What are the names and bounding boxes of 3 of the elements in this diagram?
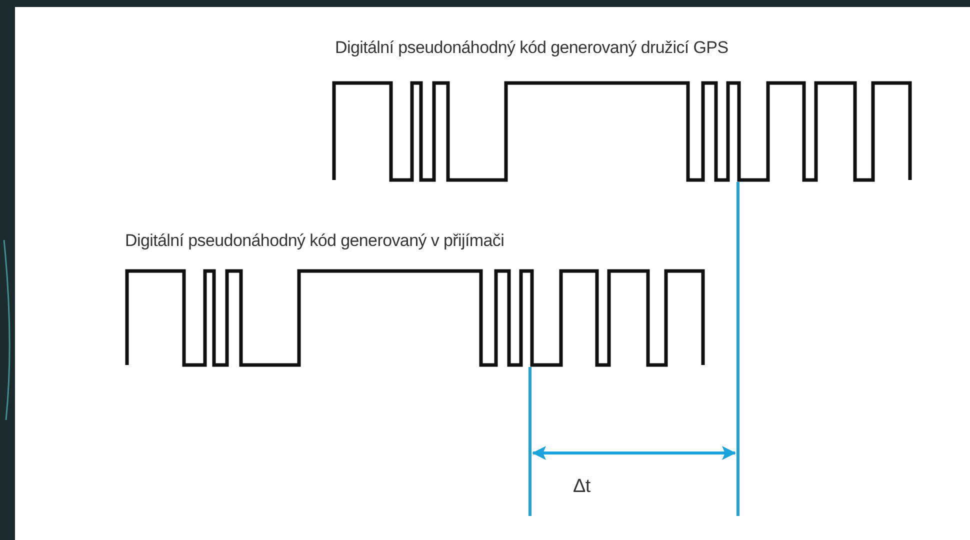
time-offset-label: Δt: [573, 476, 590, 498]
waveform-title: Digitální pseudonáhodný kód generovaný v přijímači: [125, 231, 504, 251]
waveform-title: Digitální pseudonáhodný kód generovaný družicí GPS: [335, 38, 728, 58]
